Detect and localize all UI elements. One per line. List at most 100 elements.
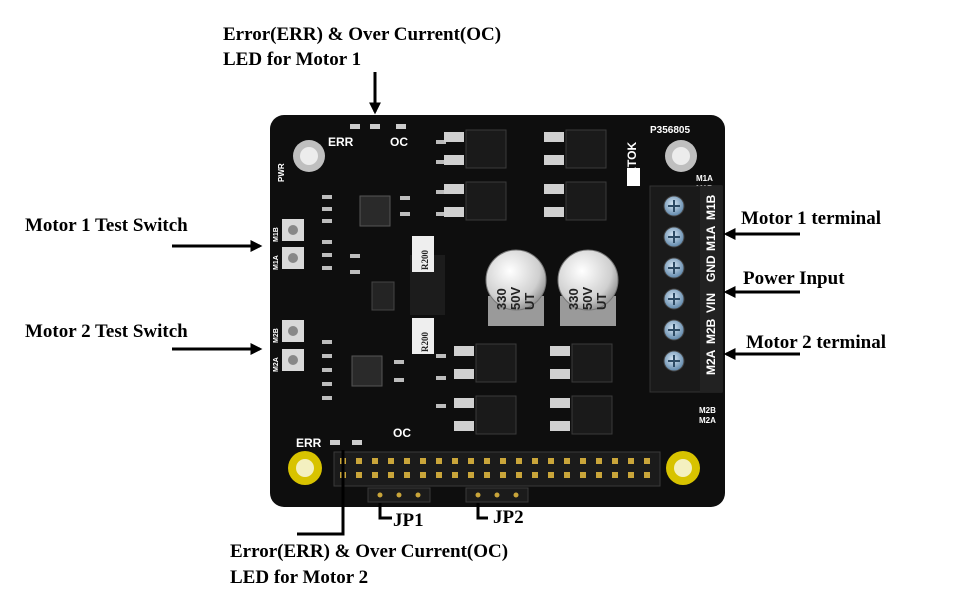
gpio-pin [500,458,506,464]
mount-hole-inner [300,147,318,165]
mosfet-body [465,129,507,169]
mosfet-tab [454,346,474,356]
driver-ic-1 [359,195,391,227]
cap-left-series: UT [522,293,537,310]
cap-left-voltage: 50V [508,287,523,310]
part-number: P356805 [650,125,690,136]
mosfet-body [571,395,613,435]
mount-hole-inner [672,147,690,165]
m1a-label-top: M1A [696,174,713,183]
gpio-pin [420,472,426,478]
mosfet-tab [544,184,564,194]
gpio-pin [404,472,410,478]
etok-text: ETOK [625,142,639,175]
mosfets [444,129,613,435]
smd-part [322,340,332,344]
oc-label-bottom: OC [393,426,411,440]
gpio-pin [452,458,458,464]
gpio-pin [500,472,506,478]
gpio-pin [484,458,490,464]
mosfet-tab [454,398,474,408]
gpio-pin [596,458,602,464]
terminal-label-group: M1A [704,225,718,251]
callout-motor1-switch: Motor 1 Test Switch [25,215,188,236]
led-oc-top [370,124,380,129]
terminal-label-strip [700,186,722,392]
screw-slot-icon [668,200,680,212]
mosfet-7 [454,395,517,435]
switch-button-icon [288,326,298,336]
jp2-pin [494,492,500,498]
gpio-pin [564,472,570,478]
gpio-pin [516,472,522,478]
smd-part [350,254,360,258]
terminal-label-group: GND [704,255,718,282]
gpio-pin [548,458,554,464]
jp1-pin [377,492,383,498]
gpio-pin [564,458,570,464]
err-label-top: ERR [328,135,354,149]
mosfet-3 [444,181,507,221]
jp2-pin [475,492,481,498]
ic-chip-bottom [351,355,383,387]
gpio-pin [388,472,394,478]
resistor-bottom: R200 [412,318,434,354]
gpio-pin [372,458,378,464]
led-err-top [350,124,360,129]
smd-part [322,207,332,211]
pwr-text: PWR [277,163,286,182]
resistor-bottom-label-group: R200 [420,332,430,352]
mosfet-body [465,181,507,221]
test-switches [282,219,304,371]
terminal-label-group: M2A [704,349,718,375]
mosfet-tab [550,398,570,408]
gpio-pin [436,472,442,478]
gpio-pin [644,458,650,464]
callout-top-led-line1: Error(ERR) & Over Current(OC) [223,24,501,45]
smd-part [436,140,446,144]
smd-part [400,196,410,200]
m2a-label-bottom: M2A [699,416,716,425]
switch-label-m1b: M1B [273,227,280,242]
cap-right-value: 330 [566,288,581,310]
mounting-holes [288,140,700,485]
smd-part [436,190,446,194]
mosfet-body [565,181,607,221]
callout-bottom-led-line1: Error(ERR) & Over Current(OC) [230,541,508,562]
capacitor-left: 330 50V UT [485,249,547,326]
callout-bottom-led-line2: LED for Motor 2 [230,567,368,588]
arrow-bottom-led [297,450,345,536]
switch-label-m2b: M2B [273,328,280,343]
led-err-bottom [330,440,340,445]
mosfet-body [571,343,613,383]
switch-button-icon [288,253,298,263]
pwr-label: PWR [277,163,286,182]
terminal-label-group: VIN [704,293,718,313]
switch-label-m2a-group: M2A [273,357,280,372]
cap-right-voltage: 50V [580,287,595,310]
smd-passives [322,140,446,408]
capacitor-right-text: 330 50V UT [566,287,609,310]
smd-part [436,404,446,408]
gpio-pins [340,458,650,478]
mount-hole-inner [674,459,692,477]
gpio-pin [356,472,362,478]
mosfet-1 [444,129,507,169]
gpio-header [333,451,661,487]
ic-chip-top [359,195,391,227]
m2b-label-bottom: M2B [699,406,716,415]
smd-part [322,219,332,223]
gpio-pin [628,472,634,478]
gpio-pin [580,472,586,478]
switch-label-m1a: M1A [273,255,280,270]
bracket-jp2 [476,503,488,520]
gpio-pin [468,472,474,478]
callout-motor2-terminal: Motor 2 terminal [746,332,886,353]
mosfet-tab [544,132,564,142]
screw-slot-icon [668,231,680,243]
led-top-extra [396,124,406,129]
leds-bottom [330,440,362,445]
mosfet-2 [544,129,607,169]
gpio-pin [484,472,490,478]
